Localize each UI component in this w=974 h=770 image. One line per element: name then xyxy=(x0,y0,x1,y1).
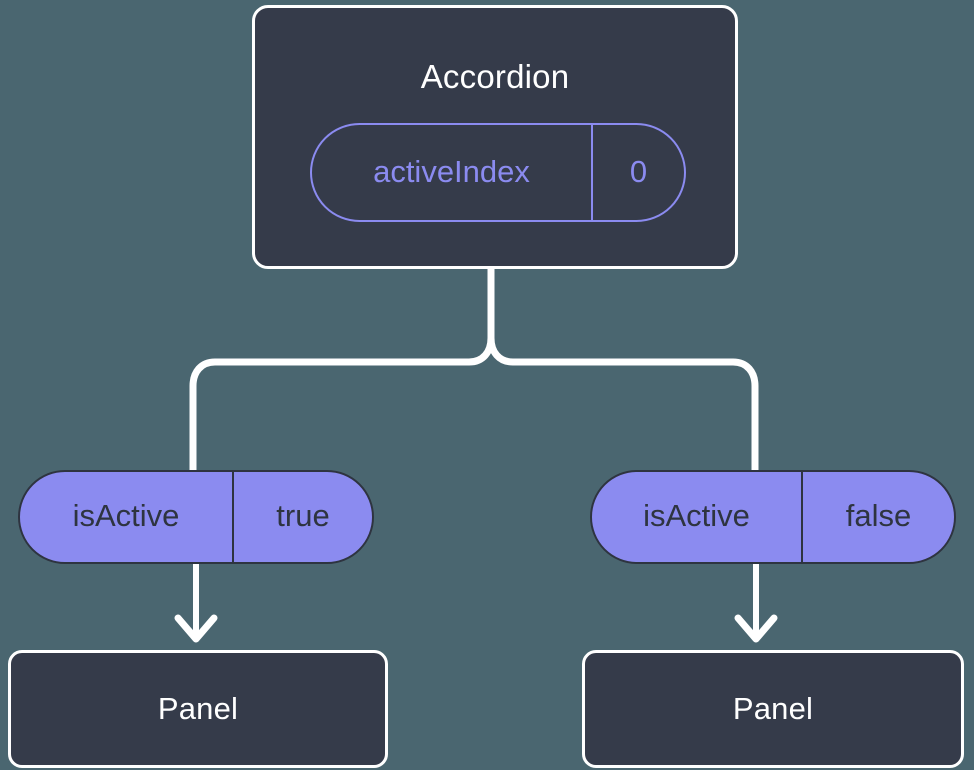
right-panel-prop-pill[interactable]: isActive false xyxy=(590,470,956,564)
left-panel-card-title: Panel xyxy=(157,691,239,726)
left-panel-prop-pill[interactable]: isActive true xyxy=(18,470,374,564)
accordion-card-title: Accordion xyxy=(420,58,570,95)
accordion-state-value: 0 xyxy=(629,153,648,189)
accordion-component-card[interactable]: Accordion activeIndex 0 xyxy=(252,5,738,269)
right-panel-prop-value: false xyxy=(845,498,912,533)
left-panel-card[interactable]: Panel xyxy=(8,650,388,768)
right-panel-prop-key: isActive xyxy=(592,472,803,562)
left-panel-prop-key: isActive xyxy=(20,472,234,562)
accordion-state-key: activeIndex xyxy=(312,125,593,220)
right-panel-card-title: Panel xyxy=(732,691,814,726)
right-panel-card[interactable]: Panel xyxy=(582,650,964,768)
left-panel-prop-value: true xyxy=(276,498,330,533)
parent-to-children-fork-path-right xyxy=(487,334,759,476)
accordion-state-pill[interactable]: activeIndex 0 xyxy=(310,123,686,222)
left-arrow-head-icon xyxy=(174,614,218,643)
right-arrow-head-icon xyxy=(734,614,778,643)
parent-to-children-fork-path xyxy=(189,264,495,476)
